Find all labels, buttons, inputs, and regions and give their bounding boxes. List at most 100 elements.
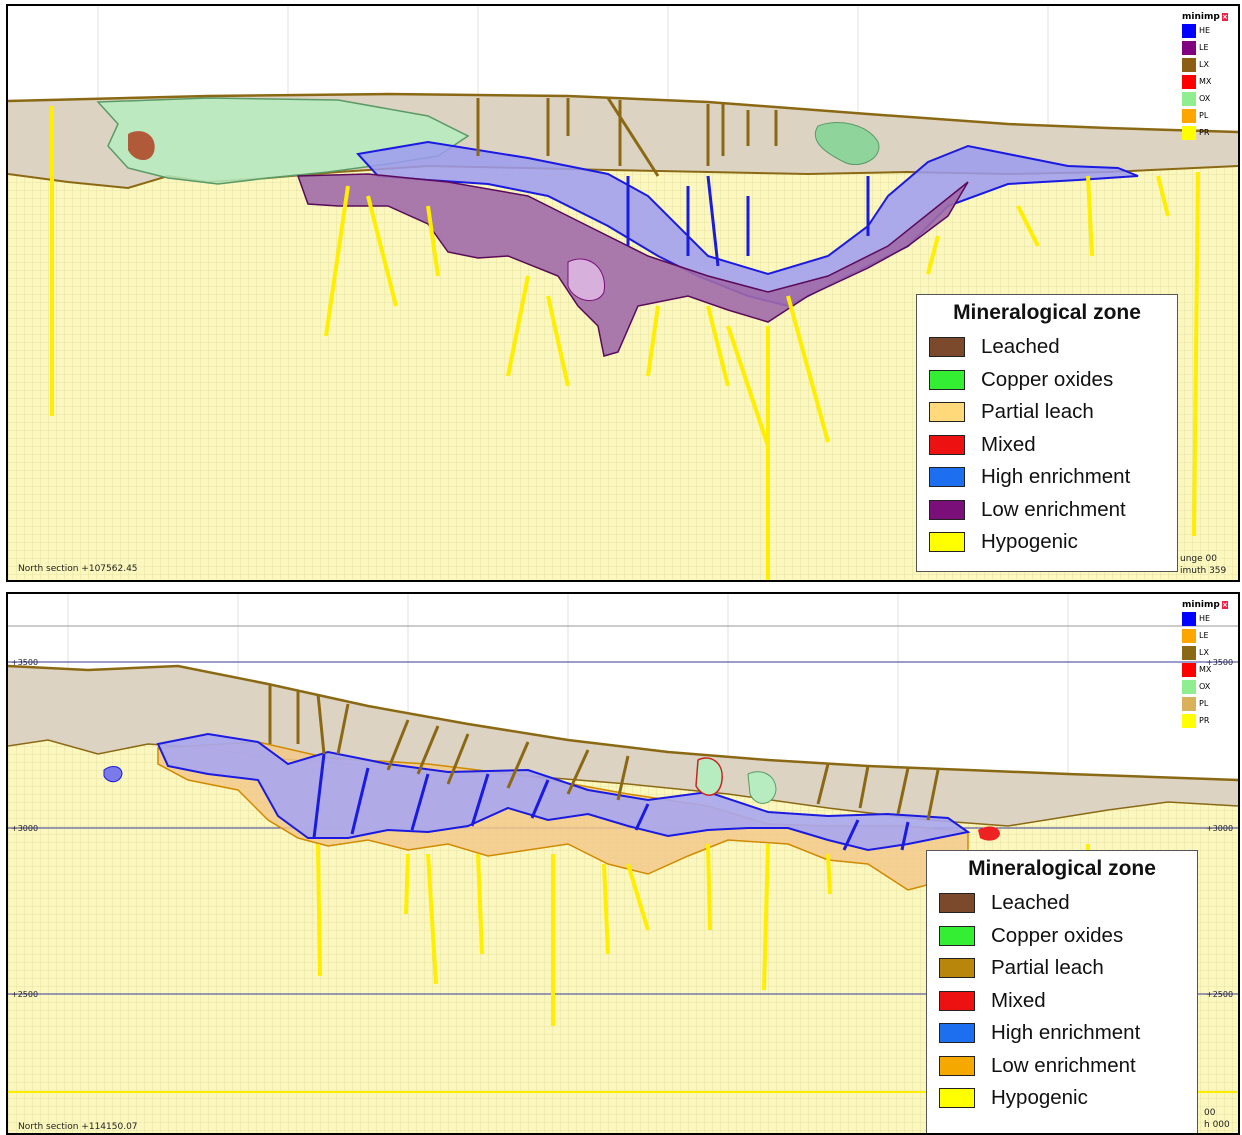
mini-legend-swatch <box>1182 108 1196 123</box>
copper-oxides-body-east <box>815 122 880 165</box>
mini-legend-item[interactable]: MX <box>1182 73 1228 90</box>
high-enrichment-body <box>356 140 1139 308</box>
legend-swatch <box>939 990 975 1011</box>
high-enrichment-body <box>156 732 971 852</box>
mini-legend-swatch <box>1182 40 1196 55</box>
legend-item: Partial leach <box>929 396 1165 429</box>
mini-legend-swatch <box>1182 57 1196 72</box>
close-icon[interactable]: × <box>1221 13 1228 21</box>
mini-legend-item[interactable]: PL <box>1182 695 1228 712</box>
section-view-bottom[interactable]: +3500 +3500 +3000 +3000 +2500 +2500 Nort… <box>6 592 1240 1135</box>
mini-legend-code: LE <box>1199 43 1209 52</box>
mini-legend-code: OX <box>1199 682 1211 691</box>
topography-line <box>8 92 1238 134</box>
mini-legend-code: PL <box>1199 111 1209 120</box>
mini-legend-item[interactable]: OX <box>1182 678 1228 695</box>
drill-holes-high-enrichment <box>312 753 910 851</box>
mini-legend-code: PR <box>1199 128 1210 137</box>
elevation-label-2500: +2500 <box>11 990 39 999</box>
mini-legend-code: OX <box>1199 94 1211 103</box>
mini-legend-item[interactable]: HE <box>1182 610 1228 627</box>
legend-item: Copper oxides <box>929 364 1165 397</box>
legend-item: High enrichment <box>939 1017 1185 1050</box>
legend-swatch <box>939 1088 975 1109</box>
drill-holes-leached <box>476 97 778 177</box>
legend-item: Hypogenic <box>929 526 1165 559</box>
mini-legend-item[interactable]: PL <box>1182 107 1228 124</box>
legend-swatch <box>939 958 975 979</box>
mini-legend-item[interactable]: HE <box>1182 22 1228 39</box>
legend-swatch <box>929 434 965 455</box>
mini-legend-code: PL <box>1199 699 1209 708</box>
mini-legend-swatch <box>1182 611 1196 626</box>
legend-item: Leached <box>929 331 1165 364</box>
legend-label: Copper oxides <box>981 367 1114 391</box>
legend-swatch <box>939 1055 975 1076</box>
legend-label: Hypogenic <box>981 530 1078 554</box>
mini-legend-code: MX <box>1199 665 1212 674</box>
mini-legend-swatch <box>1182 125 1196 140</box>
mixed-body <box>978 826 1000 841</box>
mini-legend-swatch <box>1182 713 1196 728</box>
close-icon[interactable]: × <box>1221 601 1228 609</box>
legend-label: Partial leach <box>991 956 1104 980</box>
mini-legend-swatch <box>1182 662 1196 677</box>
copper-oxides-mixed-body <box>695 757 723 796</box>
high-enrichment-pod <box>103 766 123 783</box>
low-enrichment-body <box>296 173 969 357</box>
legend-label: Partial leach <box>981 400 1094 424</box>
azimuth-label: imuth 359 <box>1180 566 1227 576</box>
legend-title: Mineralogical zone <box>968 857 1156 880</box>
legend-label: Leached <box>991 891 1070 915</box>
mini-legend-swatch <box>1182 628 1196 643</box>
mini-legend-code: HE <box>1199 26 1211 35</box>
legend-label: Mixed <box>981 432 1036 456</box>
mini-legend-item[interactable]: OX <box>1182 90 1228 107</box>
legend-swatch <box>929 532 965 553</box>
legend-item: Low enrichment <box>929 494 1165 527</box>
elevation-label-3000-right: +3000 <box>1206 824 1234 833</box>
mini-legend-item[interactable]: LX <box>1182 644 1228 661</box>
legend-label: High enrichment <box>991 1021 1141 1045</box>
legend-swatch <box>929 369 965 390</box>
legend-label: Copper oxides <box>991 923 1124 947</box>
mini-legend-code: LE <box>1199 631 1209 640</box>
legend-item: Leached <box>939 887 1185 920</box>
mini-legend-code: PR <box>1199 716 1210 725</box>
section-map-top[interactable] <box>8 6 1238 580</box>
legend-label: High enrichment <box>981 465 1131 489</box>
legend-swatch <box>929 499 965 520</box>
section-view-top[interactable]: North section +107562.45 unge 00 imuth 3… <box>6 4 1240 582</box>
mini-legend-item[interactable]: LX <box>1182 56 1228 73</box>
legend-item: Mixed <box>939 985 1185 1018</box>
topography-line <box>8 664 1238 782</box>
elevation-label-3000: +3000 <box>11 824 39 833</box>
legend-item: High enrichment <box>929 461 1165 494</box>
mini-legend-item[interactable]: MX <box>1182 661 1228 678</box>
legend-item: Hypogenic <box>939 1082 1185 1115</box>
legend-item: Low enrichment <box>939 1050 1185 1083</box>
low-enrichment-inner <box>567 258 605 301</box>
plunge-label: unge 00 <box>1180 554 1217 564</box>
legend-label: Mixed <box>991 988 1046 1012</box>
mini-legend-code: LX <box>1199 60 1209 69</box>
mini-legend-swatch <box>1182 645 1196 660</box>
mini-legend-item[interactable]: PR <box>1182 712 1228 729</box>
legend-item: Partial leach <box>939 952 1185 985</box>
mini-legend-item[interactable]: LE <box>1182 627 1228 644</box>
mini-legend-item[interactable]: PR <box>1182 124 1228 141</box>
mini-legend-item[interactable]: LE <box>1182 39 1228 56</box>
legend-item: Mixed <box>929 429 1165 462</box>
elevation-label-3500-right: +3500 <box>1206 658 1234 667</box>
legend-label: Low enrichment <box>991 1053 1136 1077</box>
legend-label: Leached <box>981 335 1060 359</box>
drill-holes-hypogenic <box>50 106 1200 580</box>
mini-legend-code: LX <box>1199 648 1209 657</box>
drill-holes-leached <box>268 684 940 821</box>
legend-item: Copper oxides <box>939 920 1185 953</box>
legend-swatch <box>939 1023 975 1044</box>
leached-zone <box>8 666 1238 826</box>
